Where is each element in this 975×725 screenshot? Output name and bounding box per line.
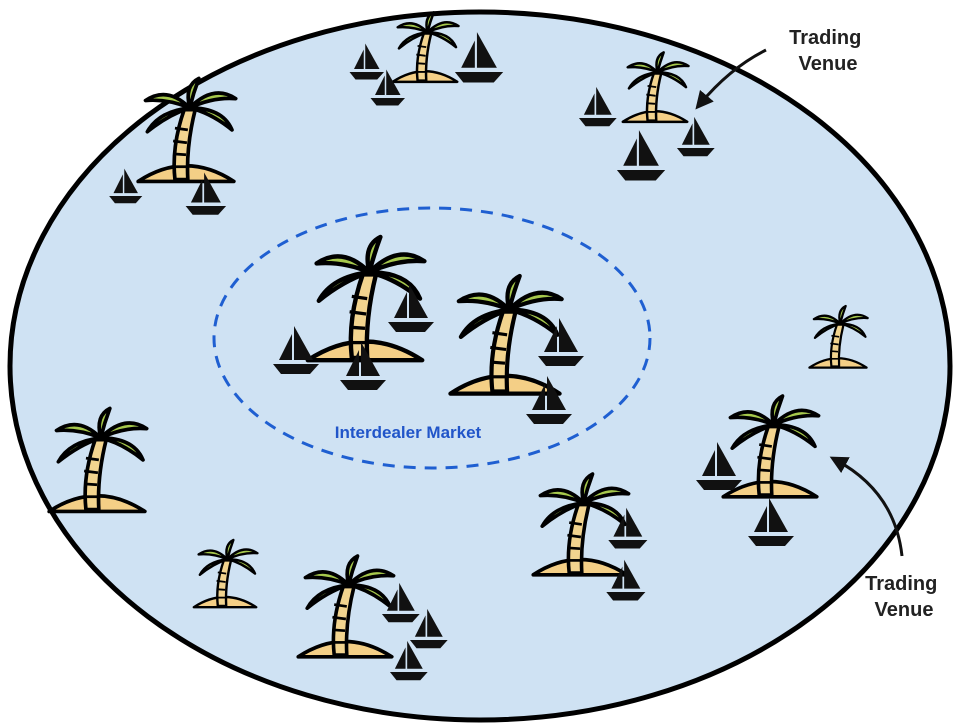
arrow-icon	[829, 456, 904, 557]
outer-market-ellipse	[7, 9, 953, 723]
interdealer-market-label: Interdealer Market	[335, 423, 482, 442]
trading-venue-bottom-line2: Venue	[875, 599, 934, 621]
trading-venue-bottom-line1: Trading	[865, 573, 937, 595]
interdealer-market-boundary	[212, 206, 652, 470]
arrow-icon	[695, 48, 767, 110]
trading-venue-label-top: Trading Venue	[789, 27, 867, 75]
trading-venue-top-line2: Venue	[799, 53, 858, 75]
trading-venue-label-bottom: Trading Venue	[865, 573, 943, 621]
trading-venue-top-line1: Trading	[789, 27, 861, 49]
